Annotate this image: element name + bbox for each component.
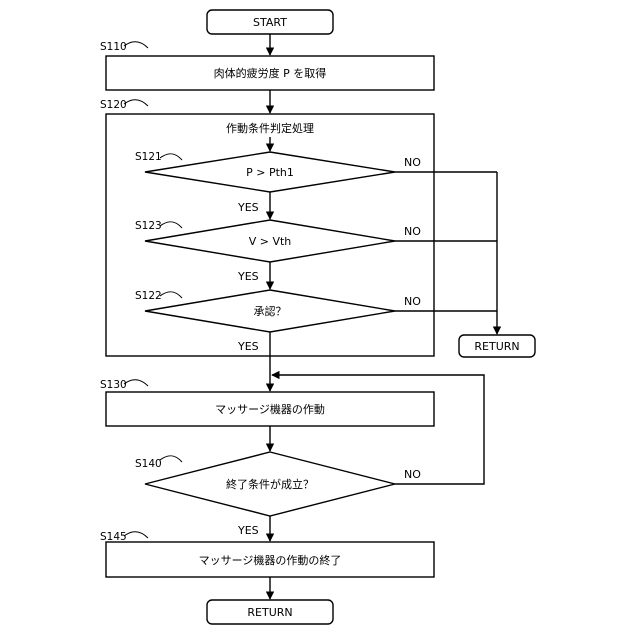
return-side-label: RETURN	[474, 340, 519, 353]
decision-s122-label: 承認？	[254, 304, 287, 318]
yes-label: YES	[237, 201, 259, 214]
step-leader	[124, 532, 148, 538]
no-label: NO	[404, 225, 421, 238]
step-leader	[160, 292, 182, 298]
no-label: NO	[404, 156, 421, 169]
start-terminal: START	[207, 10, 333, 34]
start-label: START	[253, 16, 287, 29]
step-s120-title: 作動条件判定処理	[226, 121, 314, 135]
no-label: NO	[404, 468, 421, 481]
step-leader	[124, 100, 148, 106]
step-id-s110: S110	[100, 41, 127, 53]
step-id-s130: S130	[100, 379, 127, 391]
decision-s140-label: 終了条件が成立？	[226, 477, 314, 491]
step-leader	[124, 380, 148, 386]
step-s130-label: マッサージ機器の作動	[215, 402, 325, 416]
step-leader	[160, 154, 182, 160]
yes-label: YES	[237, 524, 259, 537]
no-label: NO	[404, 295, 421, 308]
step-id-s145: S145	[100, 531, 127, 543]
step-s130-box: マッサージ機器の作動	[106, 392, 434, 426]
step-leader	[160, 222, 182, 228]
return-end-label: RETURN	[247, 606, 292, 619]
step-id-s123: S123	[135, 220, 162, 232]
step-id-s140: S140	[135, 458, 162, 470]
step-leader	[124, 42, 148, 48]
step-id-s122: S122	[135, 290, 162, 302]
step-id-s120: S120	[100, 99, 127, 111]
return-terminal-side: RETURN	[459, 335, 535, 357]
step-id-s121: S121	[135, 151, 162, 163]
return-terminal-end: RETURN	[207, 600, 333, 624]
decision-s121-label: P > Pth1	[246, 166, 294, 179]
step-leader	[160, 456, 182, 462]
step-s110-box: 肉体的疲労度 P を取得	[106, 56, 434, 90]
yes-label: YES	[237, 340, 259, 353]
step-s145-label: マッサージ機器の作動の終了	[199, 553, 342, 567]
step-s145-box: マッサージ機器の作動の終了	[106, 542, 434, 577]
yes-label: YES	[237, 270, 259, 283]
step-s110-label: 肉体的疲労度 P を取得	[214, 66, 327, 80]
decision-s123-label: V > Vth	[249, 235, 292, 248]
